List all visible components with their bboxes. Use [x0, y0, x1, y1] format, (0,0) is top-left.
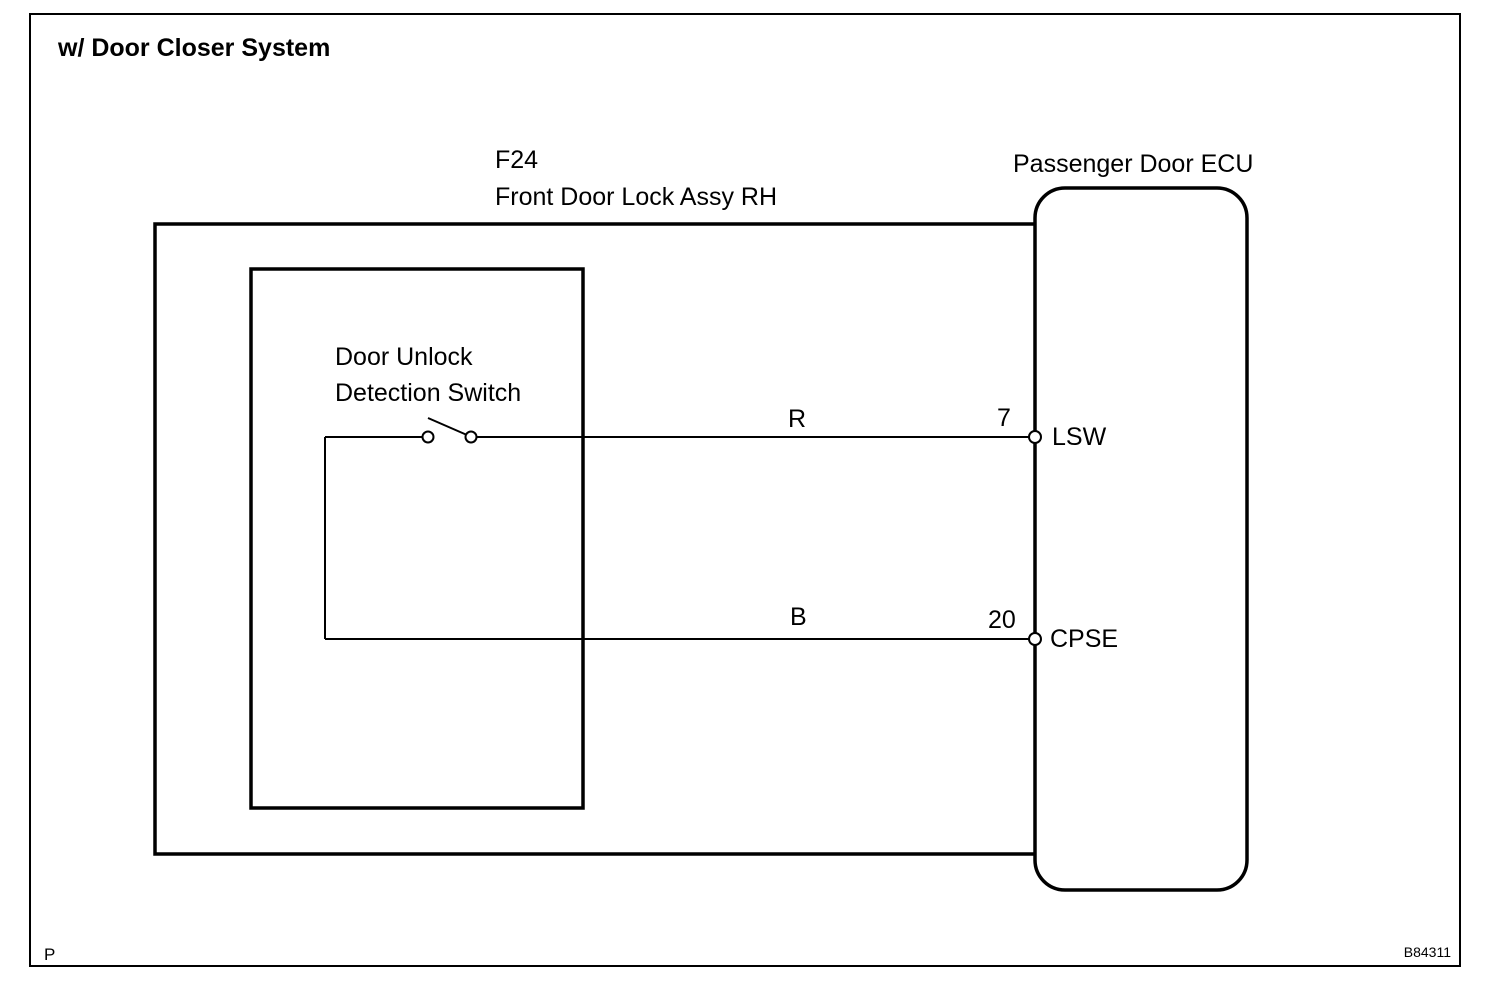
pin-number-20: 20 — [988, 606, 1016, 634]
switch-label-line2: Detection Switch — [335, 379, 521, 407]
door-lock-assy-outline — [153, 222, 1035, 856]
terminal-cpse — [1028, 632, 1042, 646]
switch-box — [249, 267, 585, 810]
outer-frame — [29, 13, 1461, 967]
diagram-heading: w/ Door Closer System — [57, 34, 330, 62]
switch-label-line1: Door Unlock — [335, 343, 473, 371]
terminal-name-lsw: LSW — [1052, 423, 1107, 451]
passenger-door-ecu-body — [1033, 186, 1249, 892]
switch-contact-right — [464, 430, 478, 444]
terminal-name-cpse: CPSE — [1050, 625, 1118, 653]
pin-number-7: 7 — [997, 404, 1011, 432]
switch-contact-left — [421, 430, 435, 444]
connector-code: F24 — [495, 146, 538, 174]
ecu-name: Passenger Door ECU — [1013, 150, 1253, 178]
terminal-lsw — [1028, 430, 1042, 444]
connector-name: Front Door Lock Assy RH — [495, 183, 777, 211]
wire-color-b: B — [790, 603, 807, 631]
switch-blade — [427, 417, 468, 436]
corner-mark-left: P — [44, 945, 55, 964]
figure-id: B84311 — [1404, 944, 1451, 960]
wire-color-r: R — [788, 405, 806, 433]
